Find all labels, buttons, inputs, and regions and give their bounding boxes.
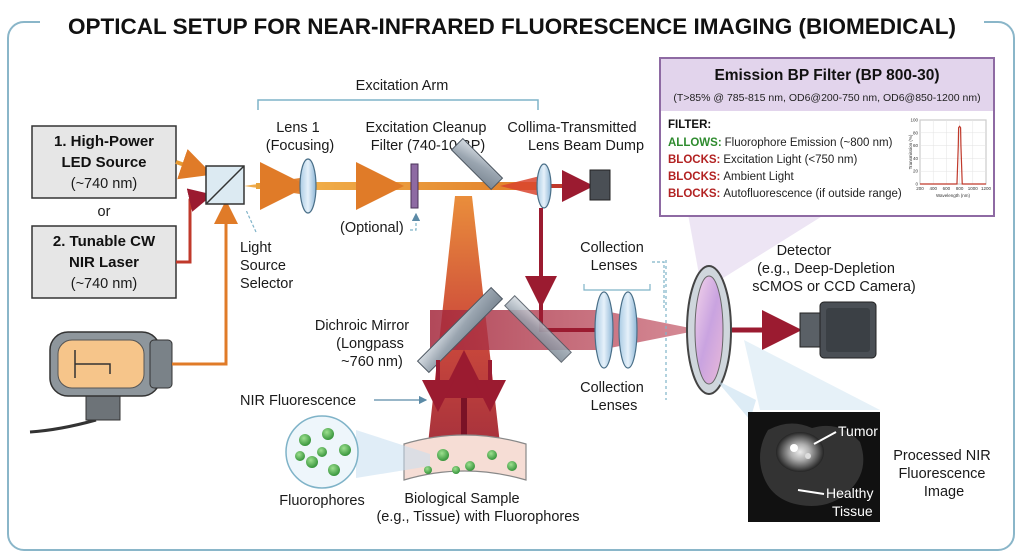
page-title: OPTICAL SETUP FOR NEAR-INFRARED FLUORESC… [68,14,956,39]
light-source-selector-cube [205,165,245,205]
collection-lenses-top-label: Collection Lenses [580,240,648,274]
filter-row: ALLOWS:Fluorophore Emission (~800 nm) [668,137,893,149]
svg-text:NIR Laser: NIR Laser [69,254,139,271]
emission-filter-spec: (T>85% @ 785-815 nm, OD6@200-750 nm, OD6… [673,92,980,104]
filter-row-text: Autofluorescence (if outside range) [723,188,902,200]
chart-xtick-label: 1200 [981,186,992,191]
biological-sample [403,434,527,481]
svg-text:1. High-Power: 1. High-Power [54,133,154,150]
chart-ytick-label: 100 [910,118,918,123]
fluorophores-label: Fluorophores [279,493,364,509]
collection-lens-1 [594,291,614,369]
healthy-tissue-label: Healthy Tissue [826,485,877,519]
cleanup-filter [410,163,419,209]
chart-ytick-label: 20 [913,169,919,174]
fold-mirror [450,137,504,191]
lens1-label: Lens 1 (Focusing) [266,120,335,154]
filter-row: BLOCKS:Ambient Light [668,171,795,183]
svg-text:(~740 nm): (~740 nm) [71,276,138,292]
chart-xtick-label: 800 [956,186,964,191]
secondary-mirror [504,295,572,363]
collection-lenses-bottom-label: Collection Lenses [580,380,648,414]
optional-label: (Optional) [340,220,404,236]
tumor-label: Tumor [838,423,878,439]
laser-beam [176,188,213,264]
filter-row-key: BLOCKS: [668,188,720,200]
or-label: or [98,204,111,220]
laser-source-box: 2. Tunable CW NIR Laser (~740 nm) [31,225,177,299]
cleanup-filter-label: Excitation Cleanup Filter (740-10 BP) [366,120,491,154]
beam-dump [589,169,611,201]
filter-row-key: BLOCKS: [668,154,720,166]
chart-ytick-label: 0 [915,182,918,187]
chart-ytick-label: 80 [913,130,919,135]
nir-fluorescence-label: NIR Fluorescence [240,393,356,409]
filter-row: BLOCKS:Excitation Light (<750 nm) [668,154,857,166]
lens-1 [299,158,317,214]
transmission-curve [920,125,986,185]
filter-row-text: Excitation Light (<750 nm) [723,154,857,166]
detector-label: Detector (e.g., Deep-Depletion sCMOS or … [752,243,916,295]
collection-lens-2 [618,291,638,369]
filter-row-key: BLOCKS: [668,171,720,183]
led-lamp-icon [29,331,173,434]
chart-ylabel: Transmission (%) [908,134,913,169]
chart-xlabel: Wavelength (nm) [936,193,971,198]
svg-text:2. Tunable CW: 2. Tunable CW [53,233,156,250]
excitation-arm-label: Excitation Arm [356,78,449,94]
dichroic-label: Dichroic Mirror (Longpass ~760 nm) [315,318,413,370]
svg-text:LED Source: LED Source [61,154,146,171]
lamp-beam [172,200,238,366]
svg-text:(~740 nm): (~740 nm) [71,176,138,192]
chart-xtick-label: 400 [929,186,937,191]
collima-lens [536,163,552,209]
emission-filter-glass [694,275,724,385]
filter-row-text: Ambient Light [723,171,794,183]
detector-camera-icon [799,301,877,359]
dichroic-mirror [416,286,504,374]
filter-row-key: ALLOWS: [668,137,722,149]
led-beam [175,149,213,180]
filter-row: BLOCKS:Autofluorescence (if outside rang… [668,188,902,200]
chart-xtick-label: 1000 [968,186,979,191]
light-selector-label: Light Source Selector [240,240,293,292]
emission-filter-panel: Emission BP Filter (BP 800-30) (T>85% @ … [659,57,995,217]
processed-image-label: Processed NIR Fluorescence Image [893,448,995,500]
excitation-beam [300,182,548,190]
emission-filter-title: Emission BP Filter (BP 800-30) [714,67,939,84]
filter-row-text: Fluorophore Emission (~800 nm) [725,137,893,149]
chart-ytick-label: 60 [913,143,919,148]
sample-label: Biological Sample (e.g., Tissue) with Fl… [376,491,579,525]
filter-heading: FILTER: [668,119,711,131]
collima-label: Collima-Transmitted Lens Beam Dump [507,120,644,154]
chart-xtick-label: 200 [916,186,924,191]
processed-image [748,412,880,522]
chart-ytick-label: 40 [913,156,919,161]
fluorophores-magnifier [285,415,359,489]
led-source-box: 1. High-Power LED Source (~740 nm) [31,125,177,199]
chart-xtick-label: 600 [943,186,951,191]
